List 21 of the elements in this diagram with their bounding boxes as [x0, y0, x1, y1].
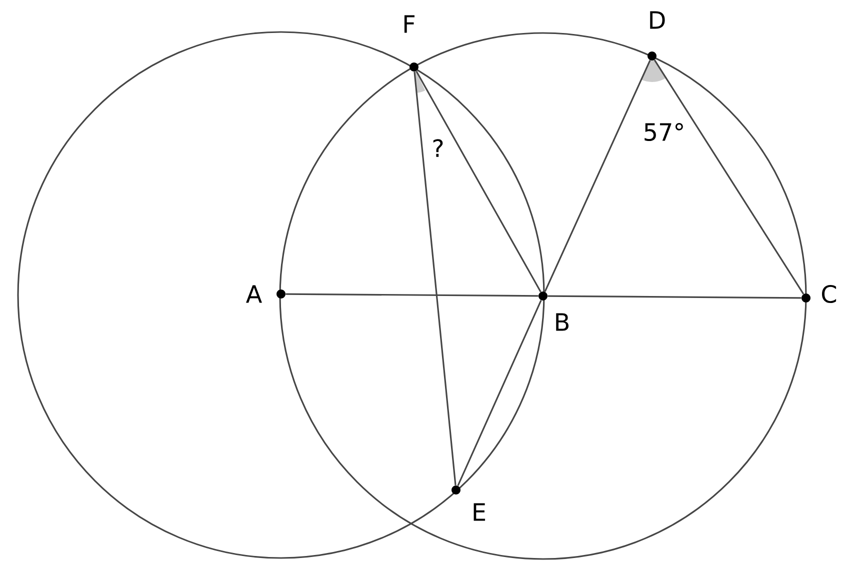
- point: [410, 62, 418, 72]
- point: [452, 486, 460, 494]
- point-label: D: [650, 11, 665, 29]
- line-segment: [544, 60, 651, 292]
- point-label: A: [246, 285, 262, 303]
- point: [648, 52, 656, 60]
- angle-label: ?: [433, 139, 443, 157]
- point-label: E: [474, 503, 486, 521]
- line-segment: [548, 295, 802, 299]
- point-label: F: [404, 15, 414, 33]
- line-segment: [286, 293, 538, 297]
- point: [276, 290, 286, 298]
- line-segment: [457, 300, 542, 486]
- point: [538, 292, 548, 300]
- line-segment: [414, 72, 456, 486]
- angle-label: 57°: [644, 122, 683, 142]
- point: [802, 294, 810, 302]
- point-label: B: [556, 313, 568, 331]
- line-segment: [416, 70, 542, 292]
- line-segment: [654, 60, 804, 294]
- point-label: C: [822, 284, 836, 304]
